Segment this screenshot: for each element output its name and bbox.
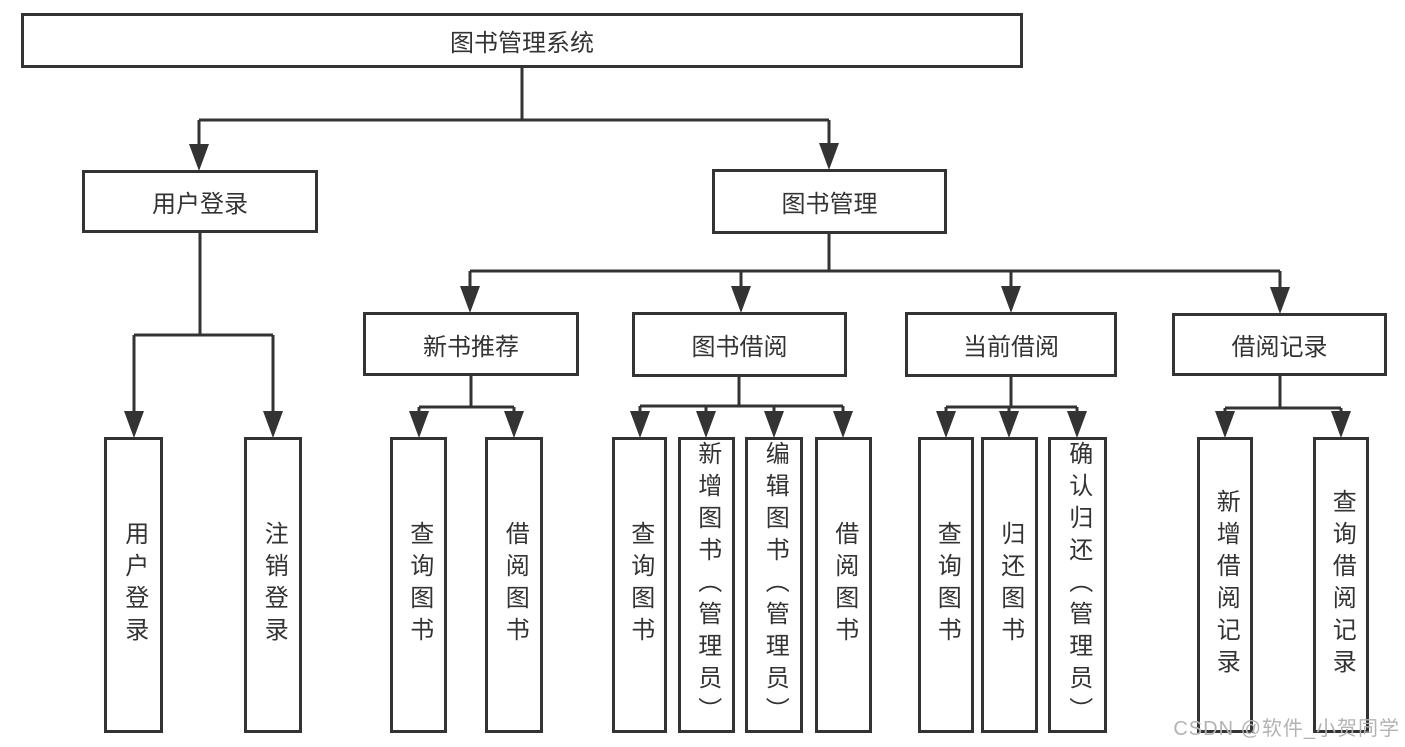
leaf-label: 注销登录	[260, 521, 288, 649]
leaf-logout: 注销登录	[244, 437, 302, 733]
leaf-label: 查询图书	[933, 521, 961, 649]
node-user-login: 用户登录	[82, 170, 318, 233]
leaf-edit-books-admin: 编辑图书（管理员）	[745, 437, 803, 733]
leaf-query-borrow-record: 查询借阅记录	[1313, 437, 1369, 733]
node-label: 图书借阅	[691, 334, 788, 361]
leaf-query-books-borrowing: 查询图书	[612, 437, 667, 733]
node-label: 用户登录	[152, 191, 248, 218]
node-borrowing-records: 借阅记录	[1172, 313, 1387, 376]
leaf-label: 查询借阅记录	[1328, 489, 1356, 681]
leaf-label: 确认归还（管理员）	[1064, 441, 1092, 729]
leaf-user-login: 用户登录	[104, 437, 163, 733]
leaf-label: 归还图书	[996, 521, 1024, 649]
node-book-borrowing: 图书借阅	[632, 312, 847, 377]
node-new-book-recommend: 新书推荐	[363, 312, 579, 376]
node-label: 图书管理系统	[450, 30, 594, 57]
node-label: 当前借阅	[963, 334, 1059, 361]
leaf-add-books-admin: 新增图书（管理员）	[678, 437, 735, 733]
leaf-label: 用户登录	[120, 521, 148, 649]
leaf-label: 新增借阅记录	[1212, 489, 1240, 681]
node-label: 借阅记录	[1231, 334, 1328, 361]
node-current-borrowing: 当前借阅	[905, 312, 1117, 377]
leaf-label: 新增图书（管理员）	[693, 441, 721, 729]
leaf-label: 编辑图书（管理员）	[761, 441, 789, 729]
leaf-query-books-current: 查询图书	[918, 437, 974, 733]
csdn-watermark: CSDN @软件_小贺同学	[1173, 718, 1400, 740]
leaf-label: 借阅图书	[830, 521, 858, 649]
node-label: 新书推荐	[423, 333, 519, 361]
leaf-borrow-books: 借阅图书	[815, 437, 872, 733]
node-library-management-system: 图书管理系统	[21, 13, 1023, 68]
leaf-confirm-return-admin: 确认归还（管理员）	[1048, 437, 1107, 733]
leaf-label: 借阅图书	[501, 521, 529, 649]
leaf-add-borrow-record: 新增借阅记录	[1197, 437, 1253, 733]
leaf-return-books: 归还图书	[981, 437, 1038, 733]
leaf-borrow-books-recommend: 借阅图书	[485, 437, 543, 733]
node-label: 图书管理	[781, 191, 878, 218]
leaf-label: 查询图书	[405, 521, 433, 649]
leaf-label: 查询图书	[626, 521, 654, 649]
leaf-query-books-recommend: 查询图书	[390, 437, 447, 733]
node-book-management: 图书管理	[712, 169, 947, 234]
